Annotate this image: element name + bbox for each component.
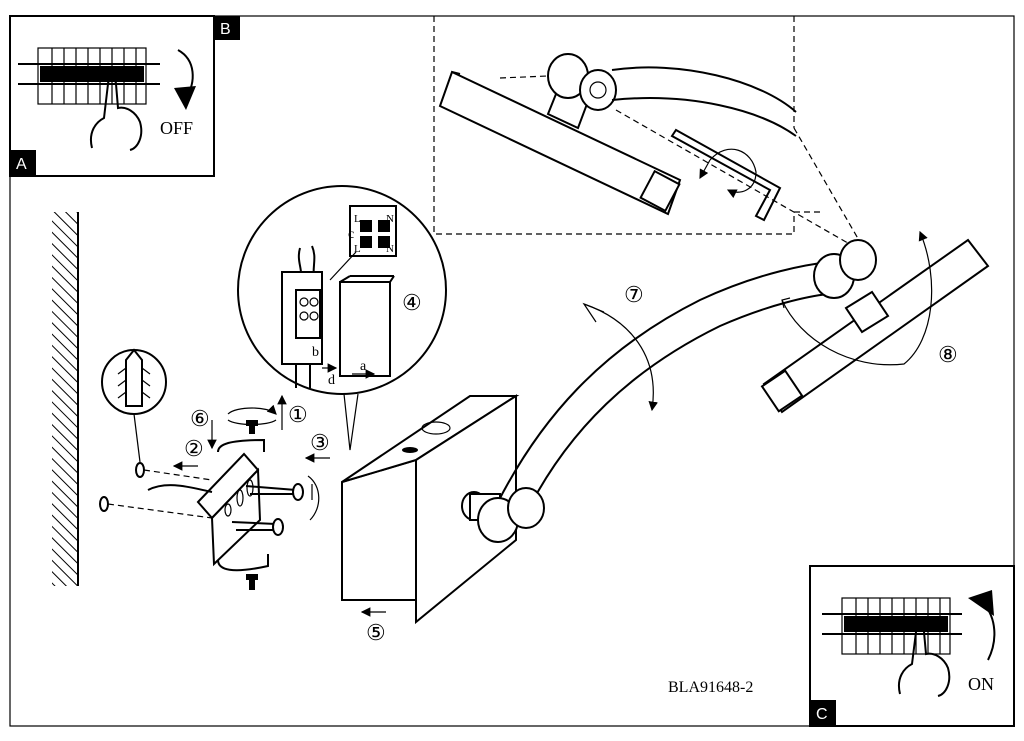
hex-key-icon [670, 128, 782, 222]
wall-plug-detail [99, 348, 213, 519]
mounting-bracket [147, 404, 320, 590]
wire-label-l-top: L [354, 213, 361, 225]
panel-b-tab-letter: B [220, 21, 231, 38]
step-8-label: ⑧ [938, 342, 958, 367]
wire-label-d: d [328, 373, 335, 388]
step-3-label: ③ [310, 430, 330, 455]
step-1-label: ① [288, 402, 308, 427]
hand-icon [898, 626, 951, 697]
lamp-arm [461, 261, 831, 543]
step-arrows [172, 394, 386, 617]
wall-hatching [52, 212, 78, 586]
switch-on-label: ON [968, 674, 994, 694]
step-6-label: ⑥ [190, 406, 210, 431]
wire-label-b: b [312, 345, 319, 360]
head-tilt-arrow-icon [781, 230, 933, 366]
step-2-label: ② [184, 436, 204, 461]
wire-label-c: c [348, 227, 354, 242]
panel-c-switch-on: C ON [809, 565, 1015, 727]
breaker-panel-icon [18, 47, 160, 105]
wiring-detail-circle: L N L N c b d a [237, 185, 447, 451]
panel-a-switch-off: B A OFF [9, 15, 240, 177]
wire-label-n-bottom: N [386, 243, 394, 255]
screwdriver-rotate-icon [307, 475, 320, 521]
screw-top-icon [246, 420, 258, 434]
panel-c-tab-letter: C [816, 706, 828, 723]
panel-a-tab [10, 150, 36, 176]
panel-a-tab-letter: A [16, 156, 27, 173]
panel-b-tab [214, 16, 240, 40]
screw-icon-upper [245, 485, 297, 495]
hand-icon [90, 78, 143, 151]
document-code: BLA91648-2 [668, 679, 753, 696]
step-5-label: ⑤ [366, 620, 386, 645]
wire-label-a: a [360, 359, 367, 374]
wire-label-n-top: N [386, 213, 394, 225]
screw-icon-lower [231, 521, 277, 531]
screw-bottom-icon [246, 574, 258, 590]
detail-hex-key-inset [433, 16, 861, 251]
step-4-label: ④ [402, 290, 422, 315]
wire-label-l-bottom: L [354, 243, 361, 255]
page-frame [9, 15, 1015, 727]
panel-c-tab [810, 700, 836, 726]
lamp-head [760, 230, 990, 414]
switch-off-label: OFF [160, 118, 193, 138]
step-7-label: ⑦ [624, 282, 644, 307]
breaker-panel-icon [822, 597, 962, 655]
